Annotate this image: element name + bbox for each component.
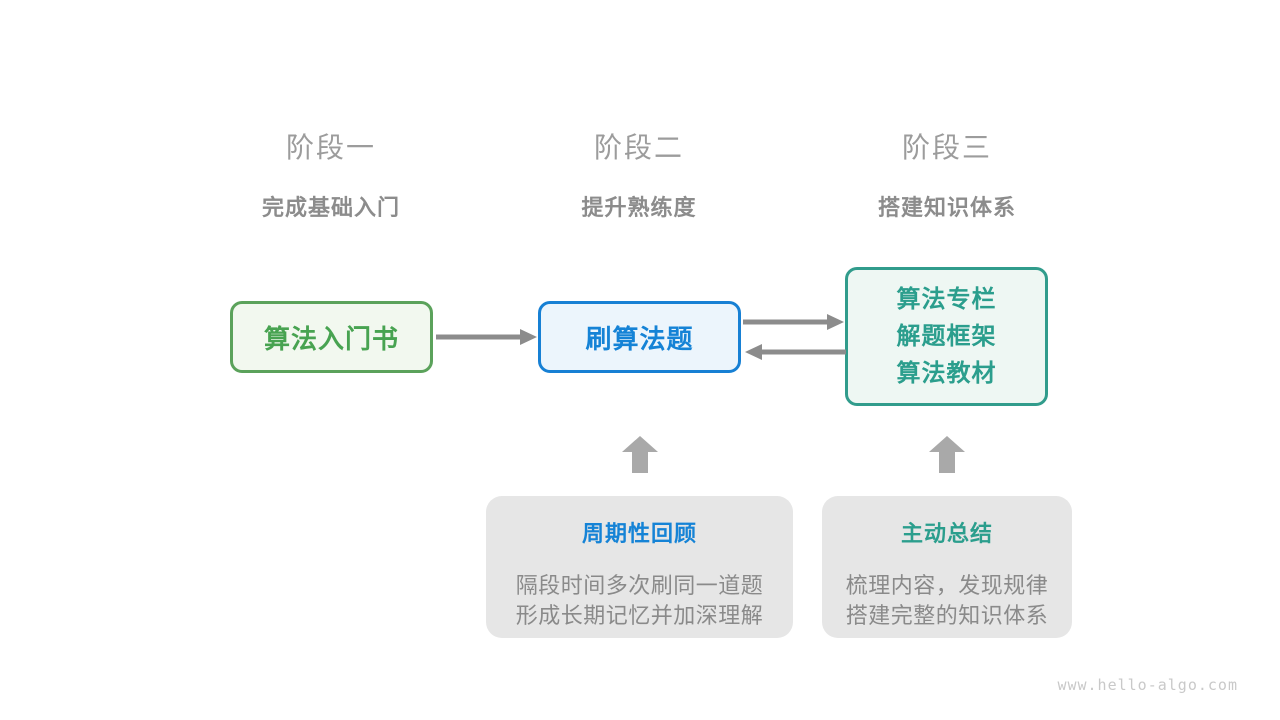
callout-periodic-review: 周期性回顾 隔段时间多次刷同一道题 形成长期记忆并加深理解: [486, 496, 793, 638]
stage-2-header: 阶段二 提升熟练度: [581, 126, 696, 222]
stage-3-header: 阶段三 搭建知识体系: [878, 126, 1016, 222]
node-advanced-resources: 算法专栏 解题框架 算法教材: [845, 267, 1048, 406]
stage-2-label: 阶段二: [593, 132, 685, 163]
callout-active-summary-title: 主动总结: [900, 521, 993, 546]
node-advanced-resources-line-1: 算法专栏: [896, 286, 997, 313]
arrow-book-to-practice-icon: [436, 329, 537, 345]
stage-3-label: 阶段三: [901, 132, 993, 163]
watermark-url: www.hello-algo.com: [1057, 676, 1238, 694]
callout-active-summary-line-1: 梳理内容，发现规律: [845, 573, 1049, 598]
callout-periodic-review-body: 隔段时间多次刷同一道题 形成长期记忆并加深理解: [486, 571, 793, 631]
callout-periodic-review-title: 周期性回顾: [581, 521, 697, 546]
callout-periodic-review-line-2: 形成长期记忆并加深理解: [515, 603, 764, 628]
node-practice-problems: 刷算法题: [538, 301, 741, 373]
arrow-resources-to-practice-icon: [745, 344, 846, 360]
stage-1-label: 阶段一: [285, 132, 377, 163]
callout-active-summary-line-2: 搭建完整的知识体系: [845, 603, 1049, 628]
node-advanced-resources-line-2: 解题框架: [896, 323, 997, 350]
up-arrow-review-icon: [622, 436, 658, 473]
node-algorithm-intro-book: 算法入门书: [230, 301, 433, 373]
callout-periodic-review-line-1: 隔段时间多次刷同一道题: [515, 573, 764, 598]
stage-1-header: 阶段一 完成基础入门: [262, 126, 400, 222]
callout-active-summary-body: 梳理内容，发现规律 搭建完整的知识体系: [822, 571, 1072, 631]
node-practice-problems-label: 刷算法题: [585, 323, 694, 354]
node-algorithm-intro-book-label: 算法入门书: [263, 323, 399, 354]
stage-3-subtitle: 搭建知识体系: [877, 195, 1017, 220]
stage-1-subtitle: 完成基础入门: [261, 195, 401, 220]
up-arrow-summary-icon: [929, 436, 965, 473]
arrow-practice-to-resources-icon: [743, 314, 844, 330]
callout-active-summary: 主动总结 梳理内容，发现规律 搭建完整的知识体系: [822, 496, 1072, 638]
node-advanced-resources-line-3: 算法教材: [896, 360, 997, 387]
stage-2-subtitle: 提升熟练度: [581, 195, 697, 220]
